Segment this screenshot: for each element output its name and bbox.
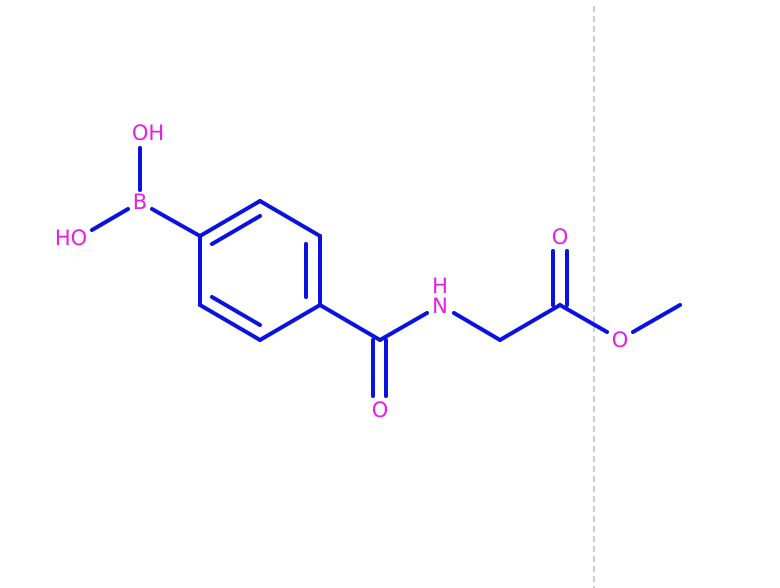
bond-ch2-ester-c (498, 303, 562, 342)
atom-label-oh-top: OH (132, 121, 164, 145)
bond-b-ho-left (90, 207, 130, 232)
bond-o-methyl (631, 303, 682, 334)
bond-ring-carbonyl (318, 303, 382, 342)
atom-label-ester-o: O (612, 328, 629, 352)
bond-ring-2 (258, 199, 322, 238)
bond-ring-4 (258, 303, 322, 342)
atom-label-ester-carbonyl-o: O (552, 225, 569, 249)
bond-ring-1 (198, 199, 262, 238)
atom-label-ho-left: HO (55, 226, 87, 250)
bond-b-ring (150, 207, 202, 238)
bond-ring-5-inner (210, 295, 262, 327)
bond-carbonyl-n (378, 311, 429, 342)
atom-label-nh-h: H (432, 274, 448, 298)
atom-label-nh-n: N (432, 294, 448, 318)
bond-layer (90, 146, 682, 398)
atom-label-layer: OH B HO H N O O O (55, 121, 628, 422)
bond-n-ch2 (452, 311, 502, 342)
atom-label-amide-o: O (372, 398, 389, 422)
bond-ester-c-o (558, 303, 609, 334)
atom-label-boron: B (133, 190, 147, 214)
bond-ring-1-inner (210, 214, 262, 246)
bond-ring-5 (198, 303, 262, 342)
